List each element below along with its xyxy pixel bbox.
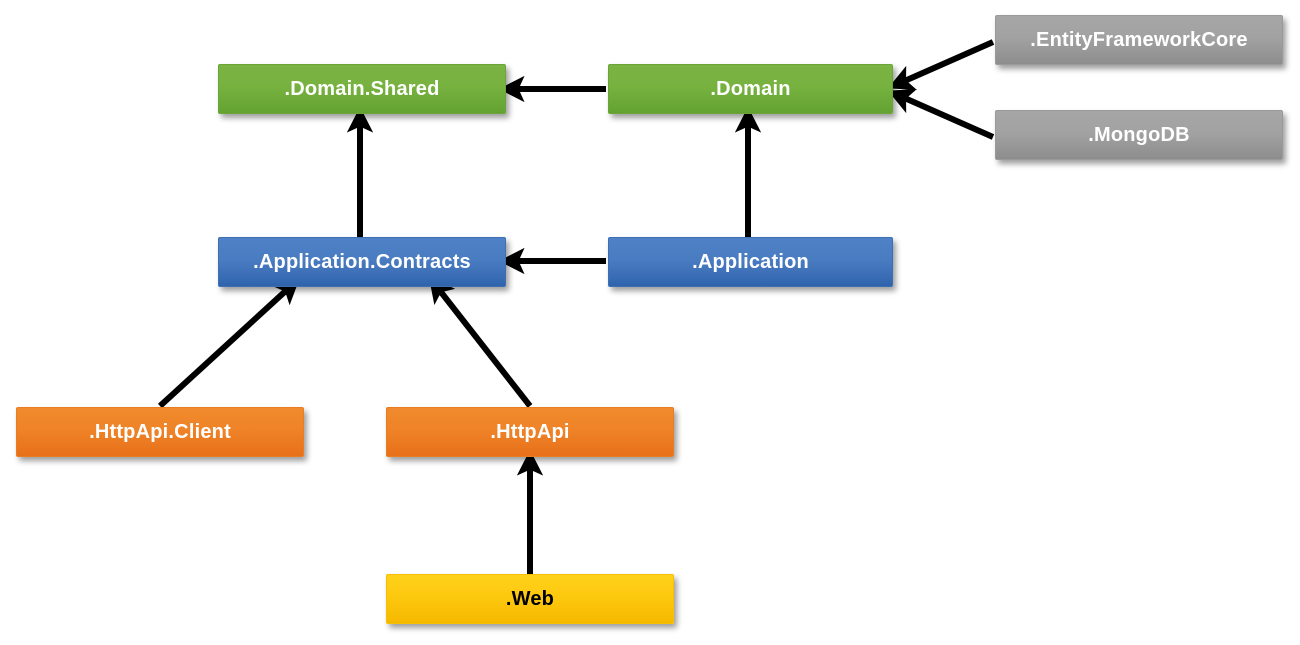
module-label: .EntityFrameworkCore xyxy=(1030,29,1248,51)
dependency-arrow xyxy=(887,89,995,140)
module-box-mongodb[interactable]: .MongoDB xyxy=(995,110,1283,160)
module-box-application[interactable]: .Application xyxy=(608,237,893,287)
edges-group xyxy=(157,39,995,574)
module-box-entityframeworkcore[interactable]: .EntityFrameworkCore xyxy=(995,15,1283,65)
module-box-domain[interactable]: .Domain xyxy=(608,64,893,114)
module-label: .Domain xyxy=(710,78,791,100)
module-label: .HttpApi.Client xyxy=(89,421,231,443)
module-box-httpapi[interactable]: .HttpApi xyxy=(386,407,674,457)
module-box-web[interactable]: .Web xyxy=(386,574,674,624)
dependency-arrow xyxy=(157,278,300,409)
module-label: .Domain.Shared xyxy=(284,78,440,100)
dependency-arrow xyxy=(887,39,995,90)
module-box-httpapi-client[interactable]: .HttpApi.Client xyxy=(16,407,304,457)
module-label: .HttpApi xyxy=(490,421,570,443)
module-label: .Web xyxy=(505,588,555,610)
module-label: .Application.Contracts xyxy=(253,251,471,273)
module-label: .Application xyxy=(692,251,809,273)
module-label: .MongoDB xyxy=(1088,124,1190,146)
module-box-domain-shared[interactable]: .Domain.Shared xyxy=(218,64,506,114)
dependency-arrow xyxy=(428,276,533,408)
module-box-application-contracts[interactable]: .Application.Contracts xyxy=(218,237,506,287)
